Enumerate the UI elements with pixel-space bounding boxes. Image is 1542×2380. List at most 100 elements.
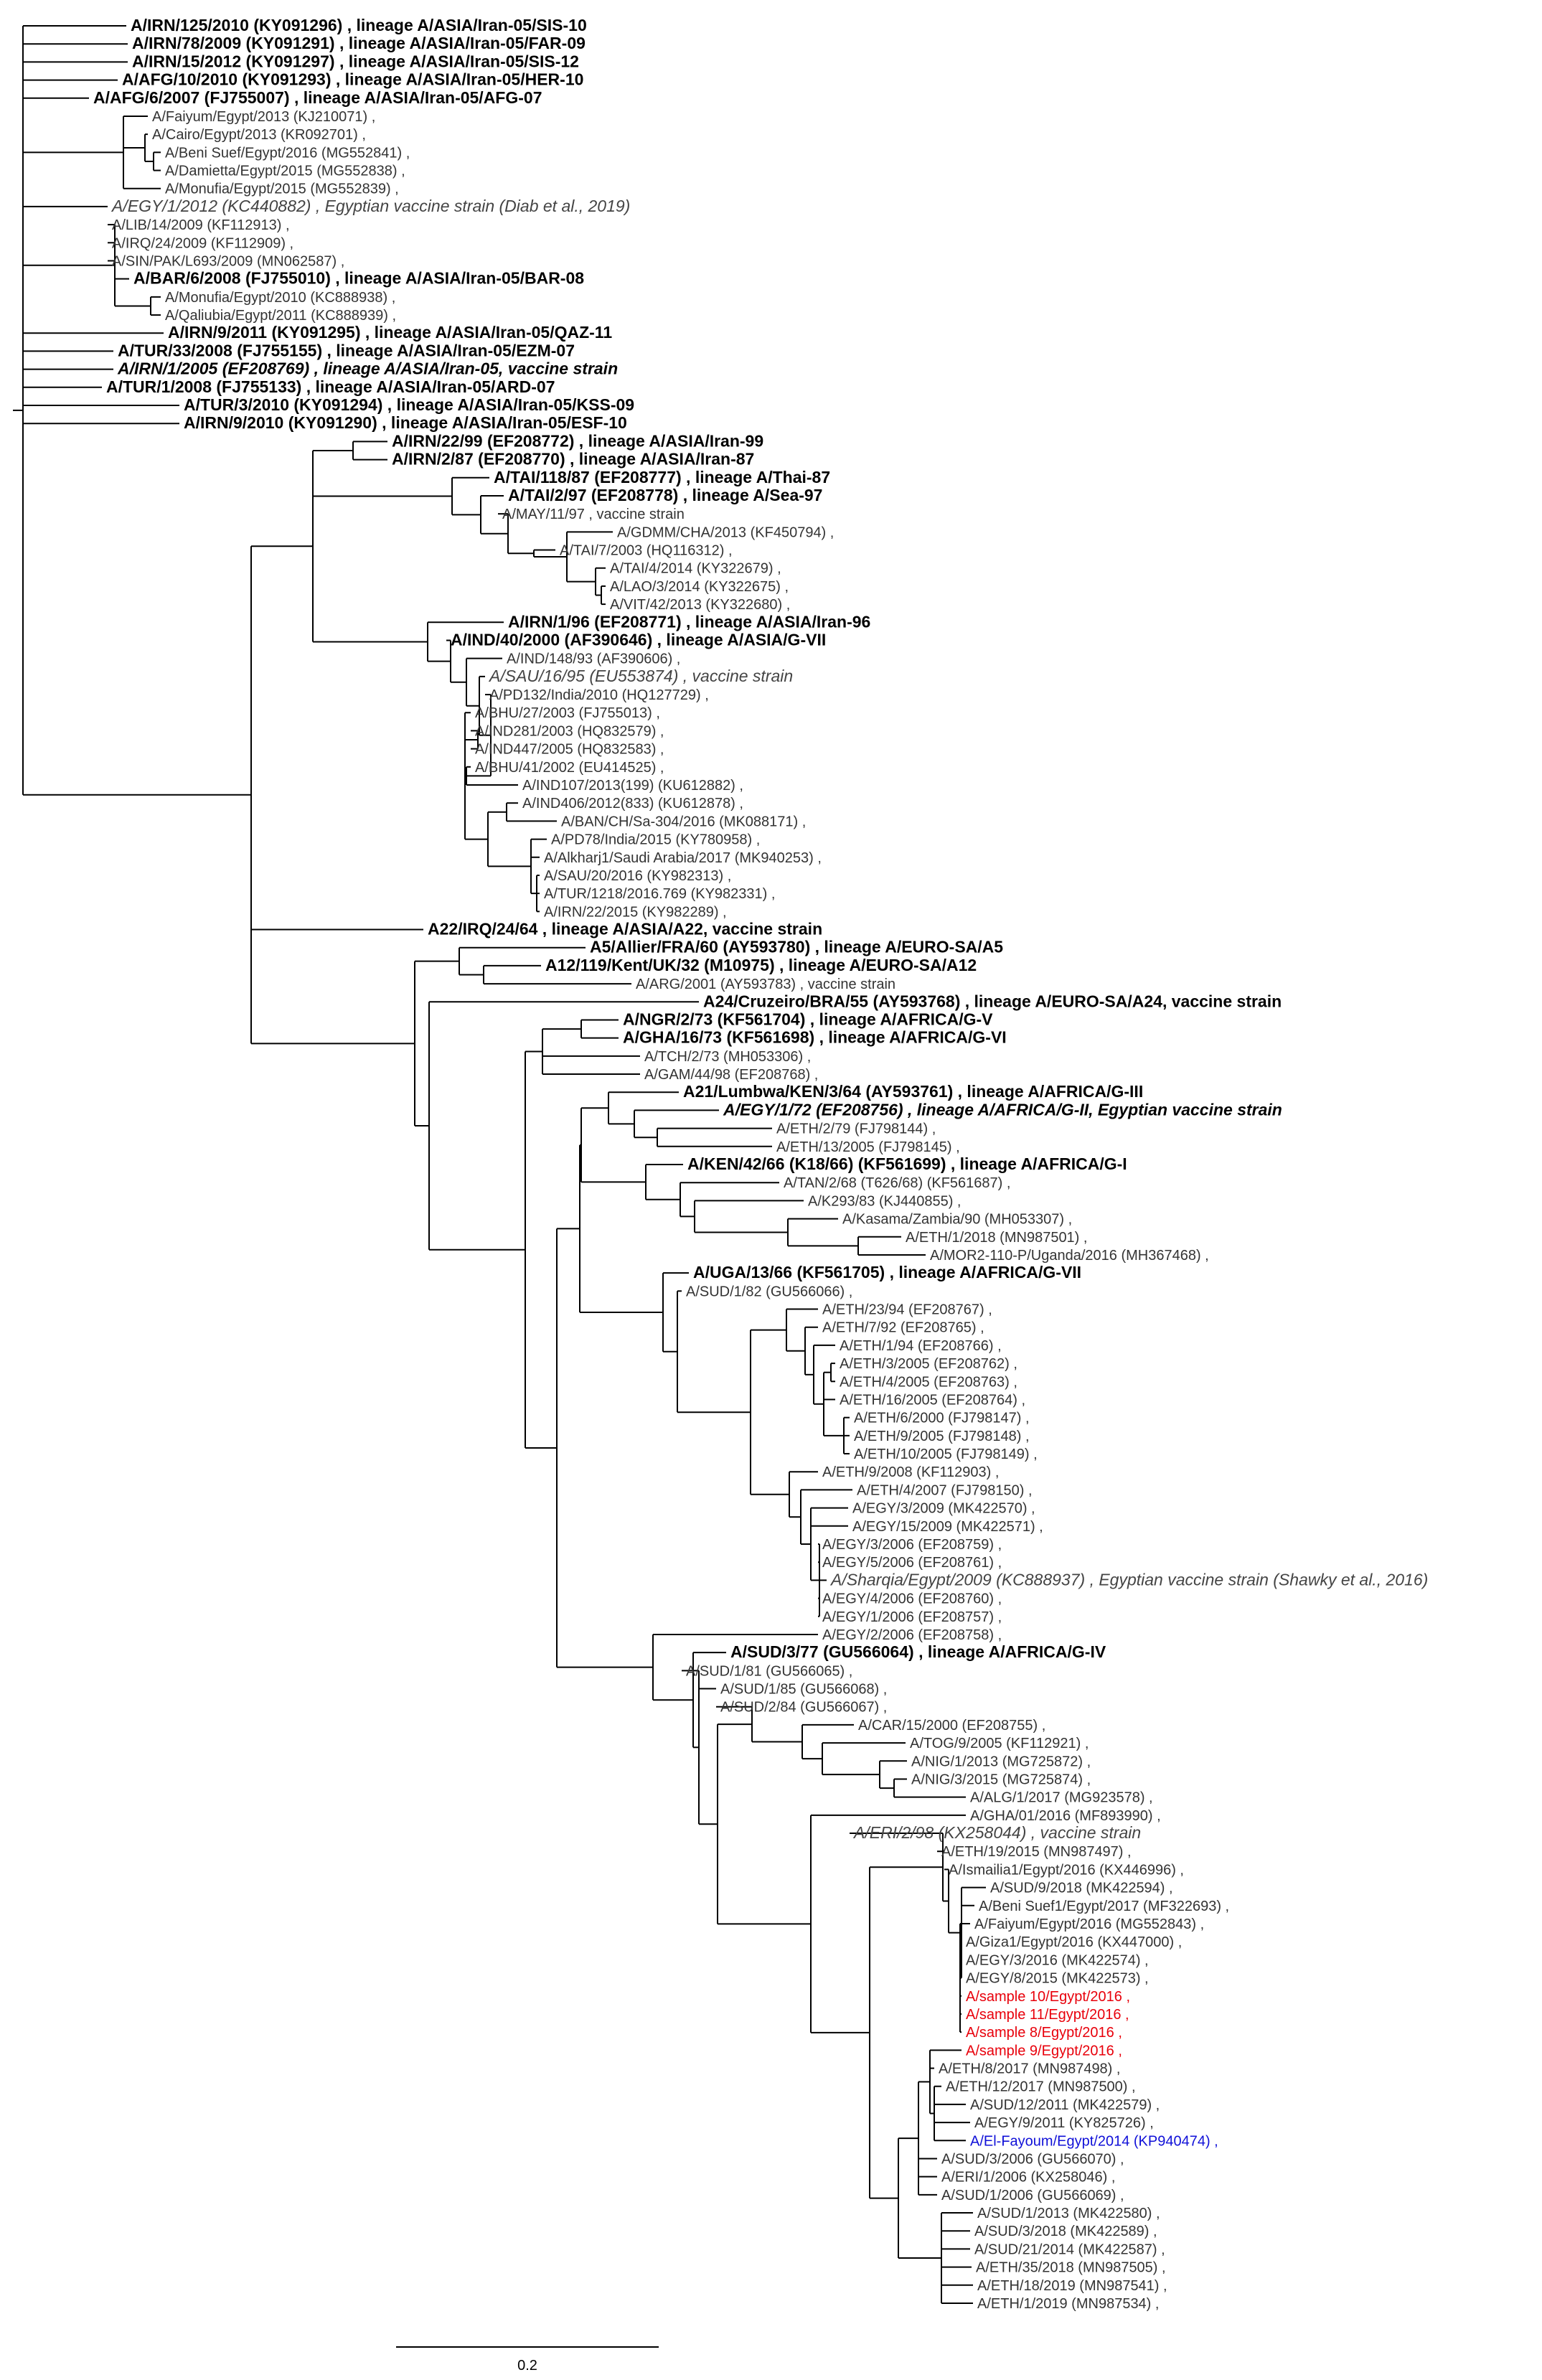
leaf-label: A/EGY/1/2006 (EF208757) , — [822, 1609, 1002, 1625]
leaf-label: A/GHA/16/73 (KF561698) , lineage A/AFRIC… — [623, 1028, 1007, 1047]
leaf-label: A/TAI/2/97 (EF208778) , lineage A/Sea-97 — [508, 486, 822, 504]
leaf-label: A/sample 8/Egypt/2016 , — [966, 2025, 1122, 2041]
leaf-label: A22/IRQ/24/64 , lineage A/ASIA/A22, vacc… — [428, 920, 822, 939]
leaf-label: A/ETH/2/79 (FJ798144) , — [776, 1121, 936, 1137]
leaf-label: A/CAR/15/2000 (EF208755) , — [858, 1718, 1045, 1734]
leaf-label: A/TUR/33/2008 (FJ755155) , lineage A/ASI… — [118, 341, 575, 359]
leaf-label: A/BHU/41/2002 (EU414525) , — [475, 760, 664, 776]
leaf-label: A/Faiyum/Egypt/2016 (MG552843) , — [974, 1916, 1204, 1932]
leaf-label: A/SUD/3/2018 (MK422589) , — [974, 2224, 1157, 2239]
leaf-label: A/ETH/6/2000 (FJ798147) , — [854, 1411, 1030, 1426]
tree-branches — [13, 25, 986, 2304]
leaf-label: A/TUR/3/2010 (KY091294) , lineage A/ASIA… — [184, 395, 634, 414]
leaf-label: A/Monufia/Egypt/2015 (MG552839) , — [165, 182, 399, 197]
leaf-label: A/NGR/2/73 (KF561704) , lineage A/AFRICA… — [623, 1010, 993, 1028]
leaf-label: A24/Cruzeiro/BRA/55 (AY593768) , lineage… — [703, 992, 1282, 1010]
leaf-label: A/SUD/1/2013 (MK422580) , — [977, 2206, 1160, 2221]
leaf-label: A/TOG/9/2005 (KF112921) , — [910, 1736, 1089, 1751]
leaf-label: A/Cairo/Egypt/2013 (KR092701) , — [152, 127, 366, 143]
leaf-label: A/EGY/2/2006 (EF208758) , — [822, 1627, 1002, 1643]
leaf-label: A/IND107/2013(199) (KU612882) , — [522, 778, 743, 794]
leaf-label: A/ETH/9/2005 (FJ798148) , — [854, 1429, 1030, 1444]
leaf-label: A/IND406/2012(833) (KU612878) , — [522, 796, 743, 812]
leaf-label: A/TUR/1/2008 (FJ755133) , lineage A/ASIA… — [106, 377, 555, 396]
leaf-label: A/Alkharj1/Saudi Arabia/2017 (MK940253) … — [544, 850, 822, 866]
leaf-label: A/ALG/1/2017 (MG923578) , — [970, 1790, 1153, 1806]
leaf-label: A/SAU/16/95 (EU553874) , vaccine strain — [488, 667, 793, 685]
leaf-label: A/SUD/1/85 (GU566068) , — [720, 1682, 887, 1698]
leaf-label: A/EGY/5/2006 (EF208761) , — [822, 1555, 1002, 1571]
leaf-label: A/PD78/India/2015 (KY780958) , — [551, 832, 760, 848]
leaf-label: A/SIN/PAK/L693/2009 (MN062587) , — [112, 253, 344, 269]
leaf-label: A/EGY/4/2006 (EF208760) , — [822, 1591, 1002, 1607]
leaf-label: A/Beni Suef/Egypt/2016 (MG552841) , — [165, 145, 410, 161]
leaf-label: A/ETH/19/2015 (MN987497) , — [941, 1844, 1132, 1860]
leaf-label: A/El-Fayoum/Egypt/2014 (KP940474) , — [970, 2133, 1218, 2149]
leaf-label: A/EGY/9/2011 (KY825726) , — [974, 2115, 1154, 2131]
leaf-label: A/IND281/2003 (HQ832579) , — [475, 723, 664, 739]
leaf-label: A/BAN/CH/Sa-304/2016 (MK088171) , — [561, 814, 806, 829]
leaf-label: A/NIG/1/2013 (MG725872) , — [911, 1754, 1091, 1769]
leaf-label: A/SUD/2/84 (GU566067) , — [720, 1700, 887, 1716]
leaf-label: A/TAI/7/2003 (HQ116312) , — [560, 543, 733, 559]
leaf-label: A/Sharqia/Egypt/2009 (KC888937) , Egypti… — [829, 1570, 1428, 1589]
leaf-label: A/ETH/1/2018 (MN987501) , — [906, 1230, 1087, 1246]
leaf-label: A/KEN/42/66 (K18/66) (KF561699) , lineag… — [687, 1154, 1127, 1173]
leaf-label: A/SUD/21/2014 (MK422587) , — [974, 2242, 1165, 2257]
leaf-label: A/IRN/1/2005 (EF208769) , lineage A/ASIA… — [117, 359, 618, 378]
leaf-label: A/TUR/1218/2016.769 (KY982331) , — [544, 886, 775, 902]
leaf-label: A/IRN/2/87 (EF208770) , lineage A/ASIA/I… — [392, 450, 754, 469]
leaf-label: A/ETH/13/2005 (FJ798145) , — [776, 1139, 960, 1155]
leaf-label: A/PD132/India/2010 (HQ127729) , — [489, 687, 709, 703]
leaf-label: A/ETH/23/94 (EF208767) , — [822, 1302, 992, 1318]
leaf-label: A/ERI/1/2006 (KX258046) , — [941, 2170, 1115, 2186]
leaf-label: A/TAI/118/87 (EF208777) , lineage A/Thai… — [494, 468, 830, 486]
leaf-label: A/TAN/2/68 (T626/68) (KF561687) , — [784, 1175, 1010, 1191]
leaf-label: A/Beni Suef1/Egypt/2017 (MF322693) , — [979, 1899, 1229, 1914]
leaf-label: A/ETH/1/94 (EF208766) , — [840, 1338, 1002, 1354]
leaf-label: A/BHU/27/2003 (FJ755013) , — [475, 705, 660, 721]
leaf-label: A21/Lumbwa/KEN/3/64 (AY593761) , lineage… — [683, 1082, 1143, 1101]
leaf-label: A/AFG/10/2010 (KY091293) , lineage A/ASI… — [122, 70, 583, 89]
leaf-label: A/ARG/2001 (AY593783) , vaccine strain — [636, 977, 895, 992]
leaf-label: A/Monufia/Egypt/2010 (KC888938) , — [165, 290, 395, 306]
leaf-label: A/EGY/8/2015 (MK422573) , — [966, 1971, 1149, 1987]
leaf-label: A/IND447/2005 (HQ832583) , — [475, 742, 664, 758]
leaf-label: A/UGA/13/66 (KF561705) , lineage A/AFRIC… — [693, 1263, 1081, 1281]
leaf-label: A/IRN/22/99 (EF208772) , lineage A/ASIA/… — [392, 431, 763, 450]
leaf-label: A/ETH/10/2005 (FJ798149) , — [854, 1447, 1038, 1462]
leaf-label: A/LAO/3/2014 (KY322675) , — [610, 579, 789, 595]
leaf-label: A/SUD/1/2006 (GU566069) , — [941, 2188, 1124, 2203]
leaf-label: A/ETH/4/2007 (FJ798150) , — [857, 1482, 1033, 1498]
leaf-labels: A/IRN/125/2010 (KY091296) , lineage A/AS… — [93, 16, 1428, 2312]
leaf-label: A/IRN/125/2010 (KY091296) , lineage A/AS… — [131, 16, 587, 34]
scale-bar-label: 0.2 — [517, 2358, 537, 2374]
leaf-label: A/SUD/1/82 (GU566066) , — [686, 1284, 852, 1299]
leaf-label: A/SUD/9/2018 (MK422594) , — [990, 1881, 1173, 1896]
leaf-label: A/sample 10/Egypt/2016 , — [966, 1989, 1130, 2005]
leaf-label: A/LIB/14/2009 (KF112913) , — [112, 217, 290, 233]
leaf-label: A/AFG/6/2007 (FJ755007) , lineage A/ASIA… — [93, 88, 542, 107]
leaf-label: A/TAI/4/2014 (KY322679) , — [610, 561, 781, 577]
leaf-label: A/GHA/01/2016 (MF893990) , — [970, 1808, 1161, 1824]
leaf-label: A/ETH/16/2005 (EF208764) , — [840, 1392, 1025, 1408]
leaf-label: A/ETH/7/92 (EF208765) , — [822, 1320, 984, 1336]
leaf-label: A/ERI/2/98 (KX258044) , vaccine strain — [852, 1823, 1141, 1842]
leaf-label: A/EGY/3/2016 (MK422574) , — [966, 1952, 1149, 1968]
leaf-label: A/TCH/2/73 (MH053306) , — [644, 1049, 811, 1065]
leaf-label: A/EGY/3/2006 (EF208759) , — [822, 1537, 1002, 1553]
leaf-label: A/Qaliubia/Egypt/2011 (KC888939) , — [165, 308, 396, 324]
leaf-label: A/GDMM/CHA/2013 (KF450794) , — [617, 525, 834, 540]
leaf-label: A/IND/40/2000 (AF390646) , lineage A/ASI… — [451, 630, 826, 649]
leaf-label: A/IRN/9/2010 (KY091290) , lineage A/ASIA… — [184, 413, 627, 432]
leaf-label: A/Faiyum/Egypt/2013 (KJ210071) , — [152, 109, 375, 125]
leaf-label: A/SUD/1/81 (GU566065) , — [686, 1663, 852, 1679]
leaf-label: A12/119/Kent/UK/32 (M10975) , lineage A/… — [545, 956, 977, 974]
leaf-label: A/SAU/20/2016 (KY982313) , — [544, 868, 731, 884]
leaf-label: A/Kasama/Zambia/90 (MH053307) , — [842, 1212, 1072, 1228]
leaf-label: A/K293/83 (KJ440855) , — [808, 1193, 961, 1209]
leaf-label: A/ETH/1/2019 (MN987534) , — [977, 2296, 1159, 2312]
leaf-label: A/IRN/1/96 (EF208771) , lineage A/ASIA/I… — [508, 612, 870, 631]
leaf-label: A/IRN/22/2015 (KY982289) , — [544, 904, 727, 920]
